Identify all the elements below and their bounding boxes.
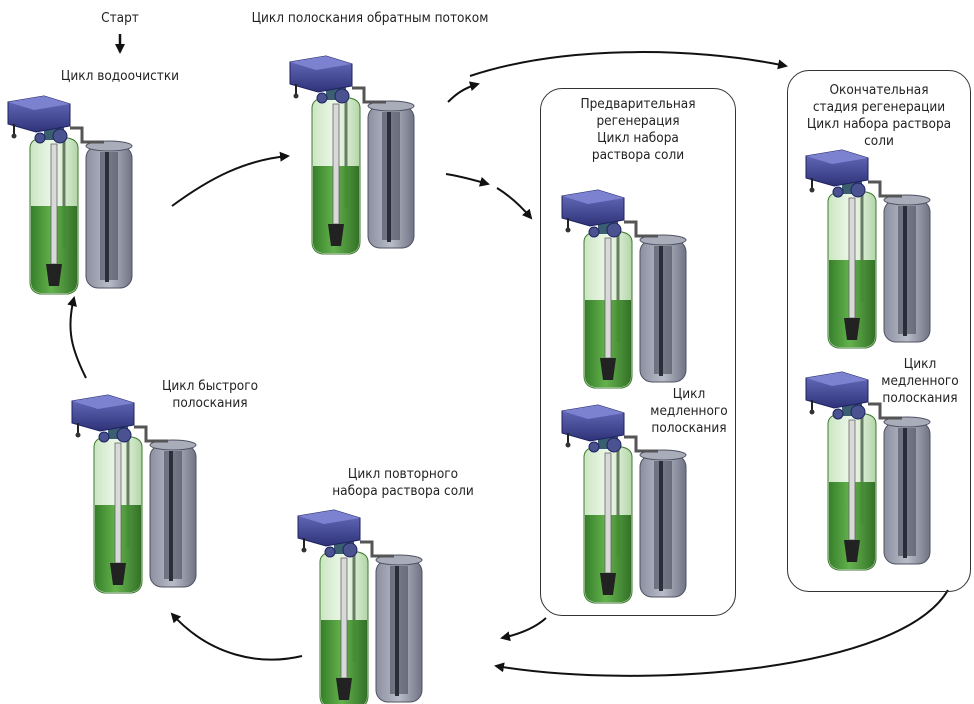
final-slow-rinse-line-3: полоскания	[882, 390, 958, 406]
fast-rinse-label: Цикл быстрого полоскания	[150, 378, 270, 412]
pre-slow-rinse-line-3: полоскания	[651, 420, 727, 436]
pre-slow-rinse-label: Цикл медленного полоскания	[636, 386, 742, 437]
final-regeneration-line-4: соли	[864, 133, 894, 149]
pre-regeneration-line-4: раствора соли	[591, 147, 685, 163]
fast-rinse-line-1: Цикл быстрого	[161, 378, 259, 394]
final-regeneration-line-3: Цикл набора раствора	[806, 116, 952, 132]
final-regeneration-line-2: стадия регенерации	[812, 99, 946, 115]
pre-regeneration-label: Предварительная регенерация Цикл набора …	[550, 96, 726, 164]
pre-slow-rinse-line-2: медленного	[650, 403, 728, 419]
pre-regeneration-line-2: регенерация	[596, 113, 680, 129]
brine-refill-line-1: Цикл повторного	[347, 466, 459, 482]
fast-rinse-line-2: полоскания	[172, 395, 248, 411]
brine-refill-label: Цикл повторного набора раствора соли	[306, 466, 500, 500]
final-slow-rinse-label: Цикл медленного полоскания	[872, 356, 968, 407]
final-regeneration-panel	[787, 70, 971, 592]
start-label: Старт	[101, 10, 139, 26]
pre-slow-rinse-line-1: Цикл	[672, 386, 706, 402]
backwash-cycle-label: Цикл полоскания обратным потоком	[251, 10, 489, 26]
final-slow-rinse-line-2: медленного	[881, 373, 959, 389]
final-regeneration-line-1: Окончательная	[829, 82, 929, 98]
service-cycle-label: Цикл водоочистки	[60, 68, 180, 84]
pre-regeneration-line-1: Предварительная	[580, 96, 696, 112]
pre-regeneration-panel	[540, 88, 736, 616]
final-slow-rinse-line-1: Цикл	[903, 356, 937, 372]
final-regeneration-label: Окончательная стадия регенерации Цикл на…	[790, 82, 968, 150]
brine-refill-line-2: набора раствора соли	[332, 483, 474, 499]
pre-regeneration-line-3: Цикл набора	[597, 130, 679, 146]
